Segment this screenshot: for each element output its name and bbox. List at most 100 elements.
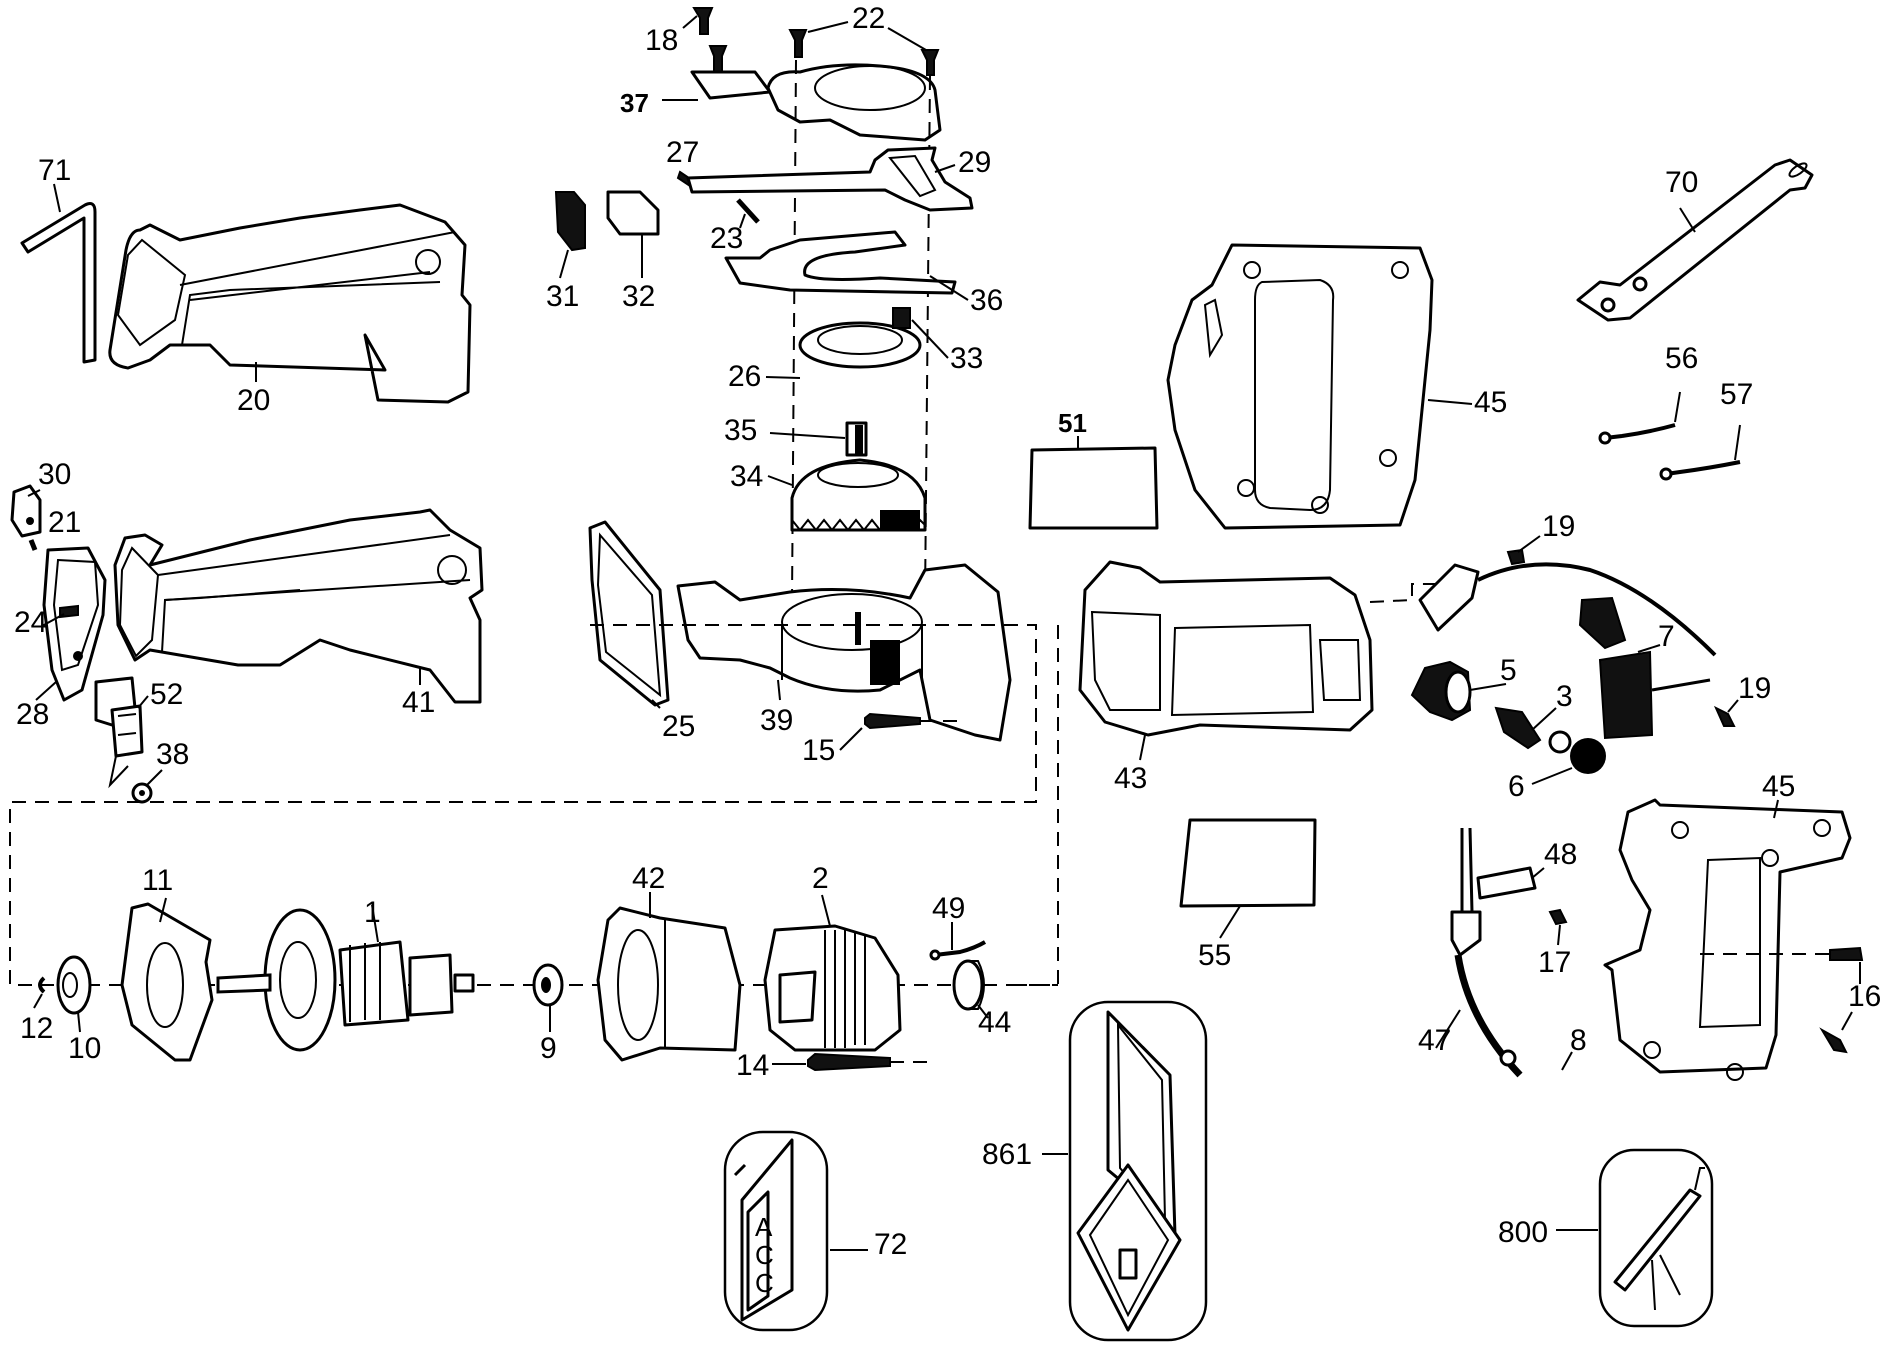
carrying-case-inset-part-861 (1068, 1000, 1208, 1342)
leader-55 (1219, 905, 1241, 939)
leader-5 (1469, 683, 1507, 691)
gear-case-part-39 (676, 563, 1012, 742)
assembly-line-b (924, 75, 931, 601)
screw-part-19-top (1506, 548, 1526, 566)
assembly-line-43 (1369, 583, 1440, 603)
callout-48: 48 (1544, 838, 1577, 871)
leader-52 (137, 695, 149, 709)
callout-43: 43 (1114, 762, 1147, 795)
leader-36 (929, 275, 969, 301)
leader-7 (1637, 644, 1661, 653)
callout-7: 7 (1658, 620, 1675, 653)
acc-letter-2: C (755, 1240, 774, 1270)
leader-11 (159, 897, 167, 923)
callout-5: 5 (1500, 654, 1517, 687)
leader-18 (682, 15, 698, 29)
callout-9: 9 (540, 1032, 557, 1065)
knob-part-6 (1570, 738, 1606, 774)
leader-1 (371, 904, 379, 943)
acc-letter-3: C (755, 1268, 774, 1298)
callout-17: 17 (1538, 946, 1571, 979)
wire-part-57 (1659, 460, 1741, 481)
leader-35 (769, 432, 846, 439)
leader-44 (977, 1004, 989, 1019)
callout-25: 25 (662, 710, 695, 743)
callout-800: 800 (1498, 1216, 1548, 1249)
callout-14: 14 (736, 1049, 769, 1082)
screw-part-15 (864, 712, 921, 730)
screw-part-38 (131, 782, 153, 804)
callout-33: 33 (950, 342, 983, 375)
callout-42: 42 (632, 862, 665, 895)
callout-72: 72 (874, 1228, 907, 1261)
callout-71: 71 (38, 154, 71, 187)
callout-38: 38 (156, 738, 189, 771)
switch-part-5 (1410, 660, 1472, 722)
trigger-part-3 (1494, 706, 1572, 754)
leader-10 (77, 1011, 81, 1033)
leader-25 (651, 699, 661, 709)
leader-19a (1517, 535, 1541, 553)
hex-key-part-71 (20, 202, 97, 364)
screw-part-22 (788, 29, 940, 76)
callout-18: 18 (645, 24, 678, 57)
callout-45a: 45 (1474, 386, 1507, 419)
switch-cable-part-7 (1418, 562, 1717, 740)
leader-39 (777, 679, 781, 701)
callout-52: 52 (150, 678, 183, 711)
leader-22b (887, 27, 927, 51)
callout-41: 41 (402, 686, 435, 719)
leader-6 (1531, 767, 1573, 785)
screw-part-17 (1548, 908, 1568, 926)
armature-part-1 (216, 908, 475, 1052)
handle-half-part-45 (1603, 798, 1852, 1081)
leader-33 (911, 319, 949, 359)
callout-8: 8 (1570, 1024, 1587, 1057)
gear-part-34 (790, 458, 927, 532)
motor-housing-half-part-45 (1166, 243, 1434, 530)
accessory-tag-inset-part-72: A C C (723, 1130, 829, 1332)
callout-35: 35 (724, 414, 757, 447)
leader-24 (41, 613, 65, 627)
leader-12 (33, 993, 43, 1009)
leader-45b (1773, 799, 1779, 819)
bushing-part-44 (952, 959, 985, 1011)
wire-part-49 (929, 940, 987, 961)
leader-48 (1531, 867, 1545, 879)
bearing-part-9 (532, 963, 564, 1007)
field-housing-part-43 (1078, 560, 1374, 737)
blade-clamp-part-52 (94, 676, 144, 789)
callout-2: 2 (812, 862, 829, 895)
leader-38 (145, 769, 163, 787)
assembly-line-main-right (1010, 625, 1059, 986)
callout-24: 24 (14, 606, 47, 639)
callout-49: 49 (932, 892, 965, 925)
leader-56 (1674, 391, 1681, 423)
callout-32: 32 (622, 280, 655, 313)
screw-part-24 (59, 604, 79, 619)
leader-71 (53, 183, 61, 213)
leader-34 (767, 475, 793, 486)
boot-part-20 (108, 203, 472, 404)
ring-part-26 (798, 307, 922, 369)
callout-6: 6 (1508, 770, 1525, 803)
leader-8 (1561, 1051, 1573, 1071)
screw-part-14 (807, 1052, 891, 1072)
callout-20: 20 (237, 384, 270, 417)
wire-part-56 (1598, 423, 1676, 445)
callout-31: 31 (546, 280, 579, 313)
cap-part-30 (10, 484, 42, 538)
callout-55: 55 (1198, 939, 1231, 972)
clamp-housing-part-28 (42, 546, 107, 702)
callout-16: 16 (1848, 980, 1881, 1013)
retaining-ring-part-12 (38, 976, 46, 994)
leader-19b (1727, 699, 1739, 713)
screw-part-19-right (1713, 705, 1736, 727)
callout-57: 57 (1720, 378, 1753, 411)
assembly-line-main-left (9, 624, 1037, 986)
callout-22: 22 (852, 2, 885, 35)
label-part-51 (1028, 446, 1159, 530)
pad-part-31 (554, 191, 586, 252)
callout-39: 39 (760, 704, 793, 737)
leader-45a (1427, 399, 1473, 405)
